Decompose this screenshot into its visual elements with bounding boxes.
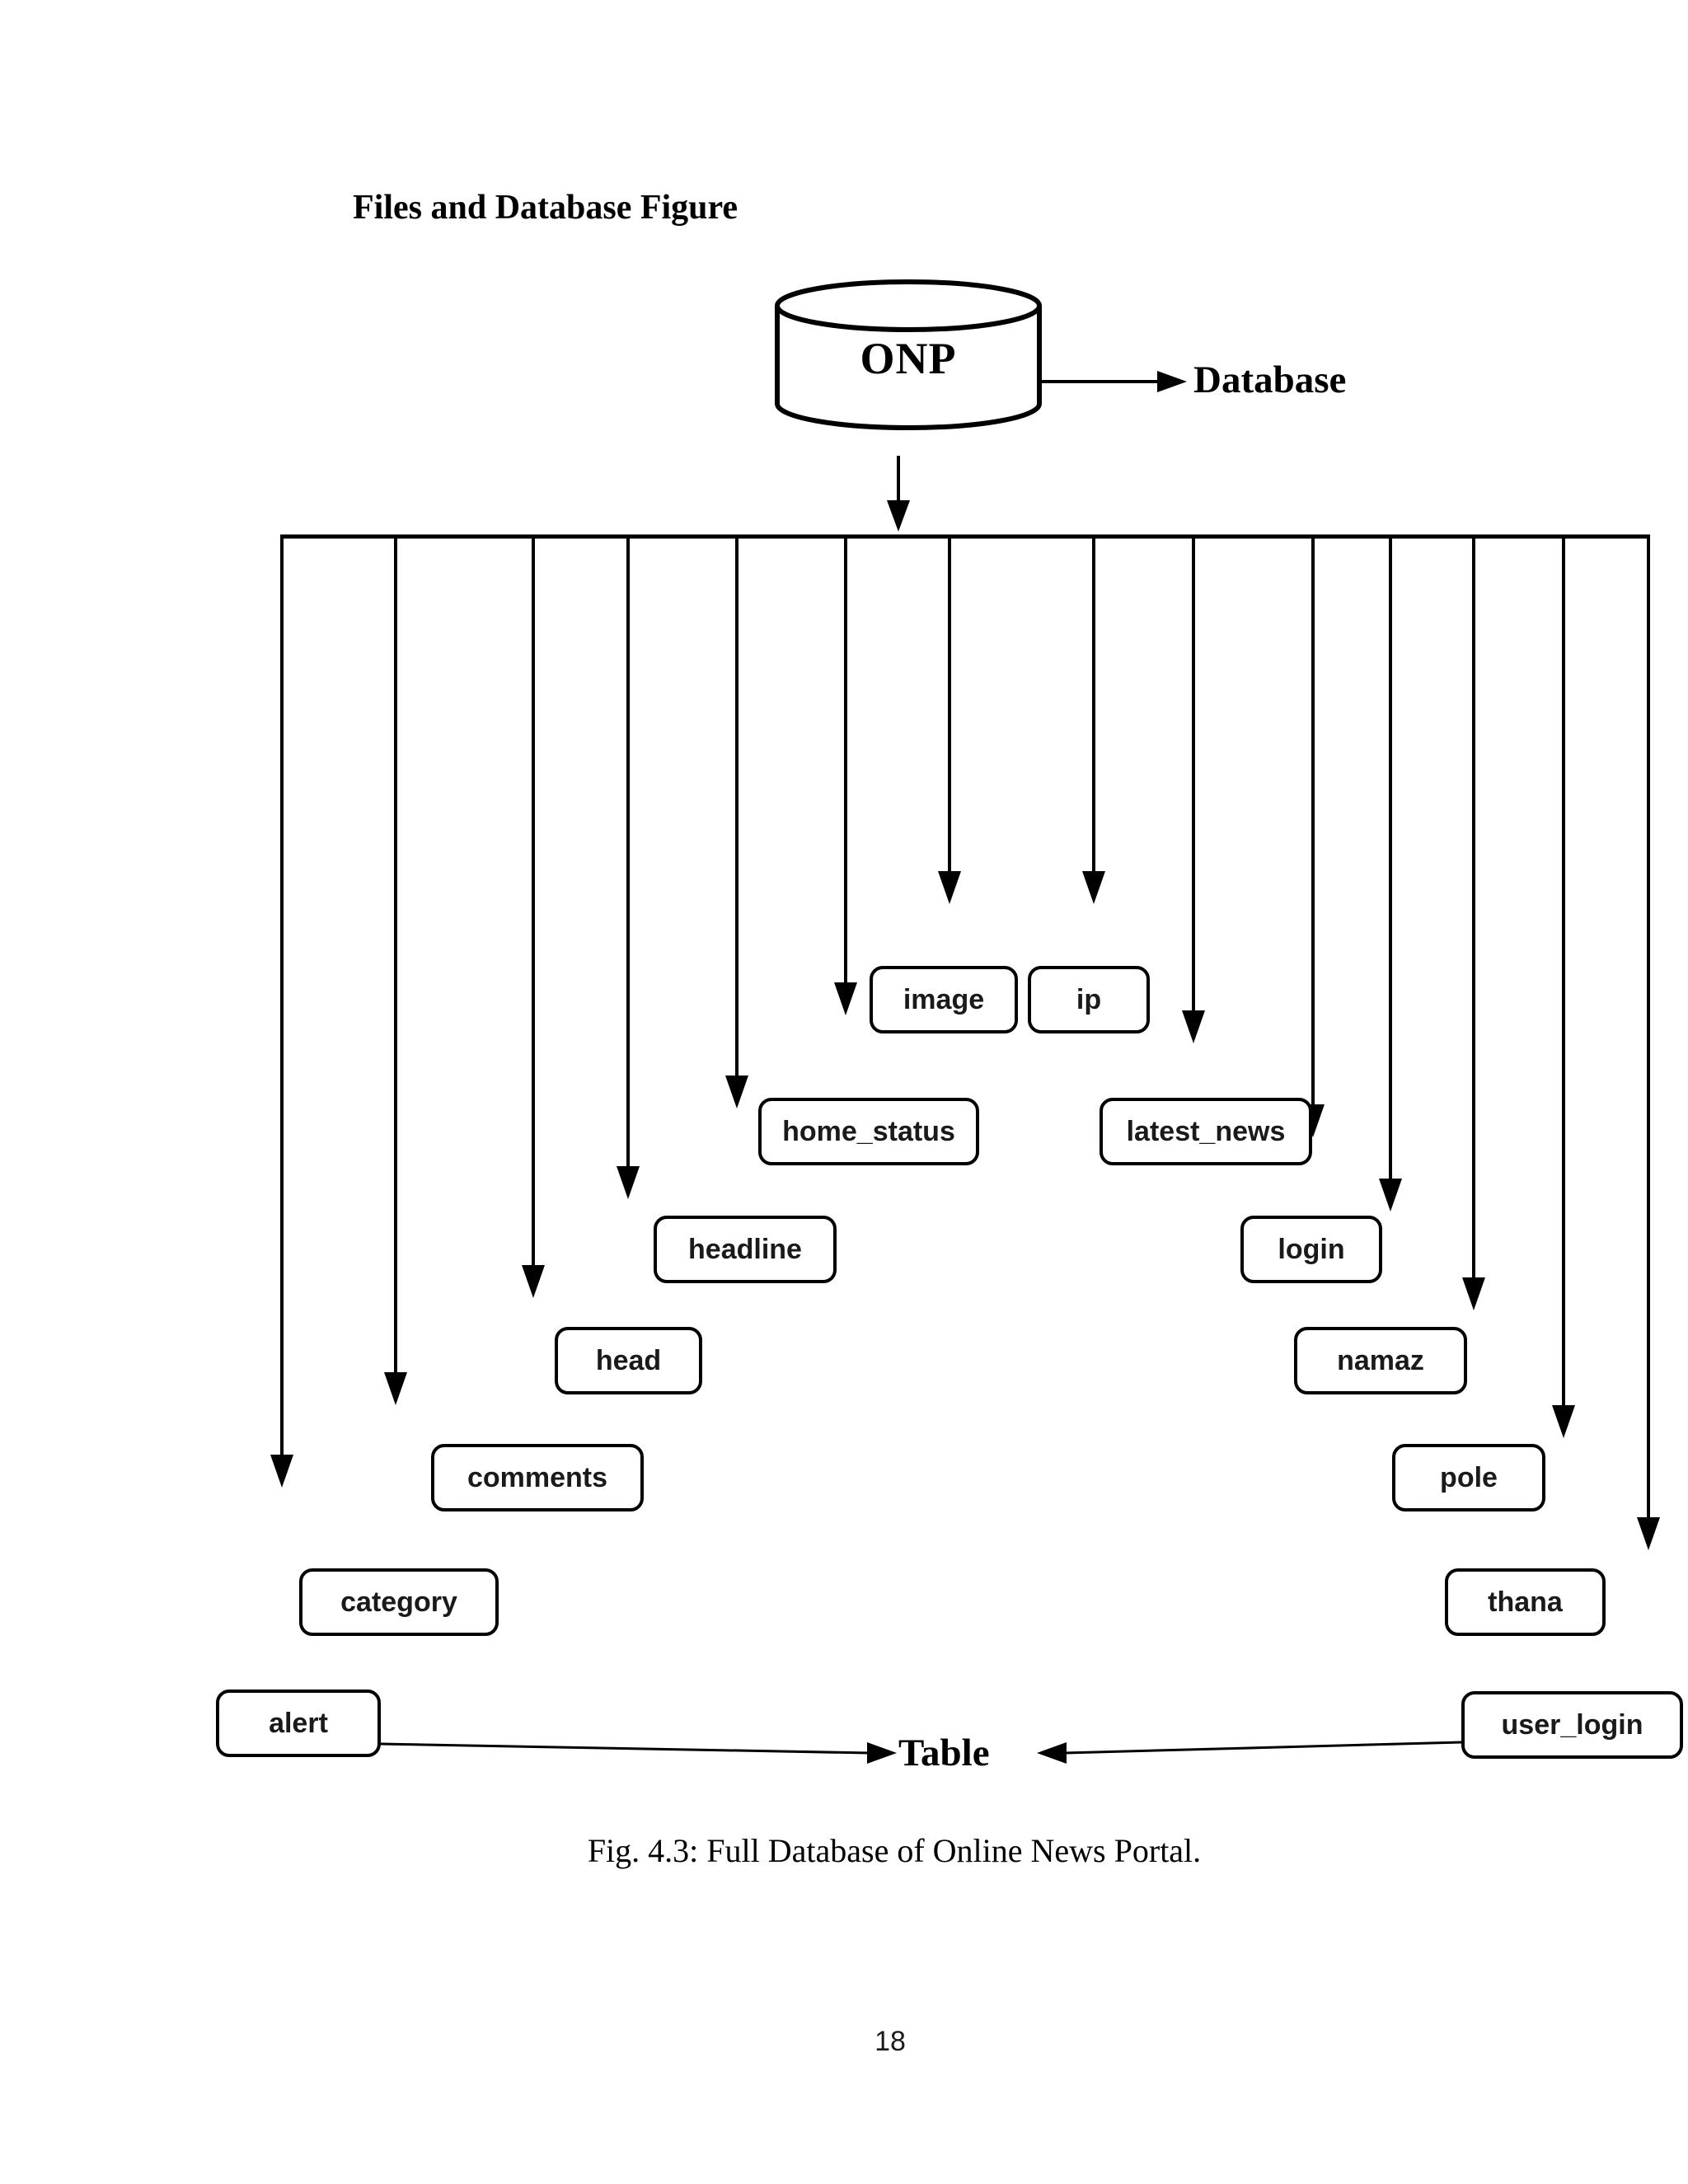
table-box-user-login-label: user_login	[1501, 1708, 1643, 1741]
arrow-to-image	[938, 537, 961, 904]
table-box-alert: alert	[216, 1690, 381, 1757]
arrowhead-left-icon	[1037, 1742, 1067, 1764]
table-box-category-label: category	[340, 1586, 457, 1618]
table-box-category: category	[299, 1568, 499, 1636]
arrowhead-down-icon	[1182, 1010, 1205, 1043]
arrow-to-login	[1301, 537, 1325, 1137]
table-box-image-label: image	[903, 983, 985, 1015]
page-title: Files and Database Figure	[353, 189, 738, 227]
table-box-pole: pole	[1392, 1444, 1545, 1511]
table-box-namaz: namaz	[1294, 1327, 1467, 1394]
arrowhead-down-icon	[617, 1166, 640, 1199]
cylinder-body	[775, 306, 1042, 430]
table-box-namaz-label: namaz	[1337, 1344, 1424, 1376]
table-box-ip-label: ip	[1076, 983, 1102, 1015]
arrow-to-pole	[1462, 537, 1485, 1310]
arrow-to-thana	[1552, 537, 1575, 1438]
table-box-login-label: login	[1278, 1233, 1345, 1265]
arrow-to-user-login	[1637, 537, 1660, 1550]
arrowhead-down-icon	[887, 500, 910, 532]
arrow-to-head	[617, 537, 640, 1199]
table-box-comments-label: comments	[467, 1461, 608, 1493]
table-box-head: head	[555, 1327, 702, 1394]
table-box-headline-label: headline	[688, 1233, 802, 1265]
arrow-to-latest-news	[1182, 537, 1205, 1043]
table-box-user-login: user_login	[1461, 1691, 1683, 1759]
arrow-userlogin-to-table	[1037, 1741, 1462, 1764]
arrow-to-comments	[522, 537, 545, 1298]
arrowhead-down-icon	[938, 871, 961, 904]
table-box-alert-label: alert	[269, 1707, 328, 1739]
arrowhead-down-icon	[1637, 1517, 1660, 1550]
arrow-to-home-status	[834, 537, 857, 1015]
arrow-to-namaz	[1379, 537, 1402, 1212]
table-label: Table	[898, 1732, 990, 1774]
arrow-to-alert	[270, 537, 293, 1488]
table-box-ip: ip	[1028, 966, 1150, 1033]
arrow-to-ip	[1082, 537, 1105, 904]
table-box-home-status: home_status	[758, 1098, 979, 1165]
arrow-alert-to-table	[380, 1742, 897, 1764]
table-box-home-status-label: home_status	[782, 1115, 955, 1147]
arrowhead-down-icon	[1552, 1405, 1575, 1438]
table-box-latest-news-label: latest_news	[1126, 1115, 1286, 1147]
arrowhead-down-icon	[725, 1076, 748, 1108]
cylinder-top	[775, 279, 1042, 332]
arrow-onp-to-bar	[887, 456, 910, 532]
table-box-latest-news: latest_news	[1100, 1098, 1312, 1165]
onp-cylinder-label: ONP	[860, 334, 957, 383]
table-box-image: image	[870, 966, 1018, 1033]
arrow-to-category	[384, 537, 407, 1405]
database-cylinder-icon	[775, 279, 1042, 430]
database-label: Database	[1193, 359, 1347, 401]
arrowhead-right-icon	[867, 1742, 897, 1764]
arrowhead-down-icon	[270, 1455, 293, 1488]
arrowhead-down-icon	[522, 1265, 545, 1298]
table-box-comments: comments	[431, 1444, 644, 1511]
figure-caption: Fig. 4.3: Full Database of Online News P…	[587, 1832, 1202, 1869]
arrow-onp-to-database	[1039, 371, 1187, 392]
table-box-head-label: head	[595, 1344, 662, 1376]
arrowhead-down-icon	[384, 1372, 407, 1405]
page-number: 18	[874, 2026, 906, 2057]
arrowhead-right-icon	[1157, 371, 1187, 392]
arrow-to-headline	[725, 537, 748, 1108]
arrowhead-down-icon	[1379, 1179, 1402, 1212]
arrowhead-down-icon	[834, 982, 857, 1015]
table-box-headline: headline	[654, 1216, 837, 1283]
table-box-thana: thana	[1445, 1568, 1606, 1636]
table-box-thana-label: thana	[1488, 1586, 1563, 1618]
table-box-pole-label: pole	[1440, 1461, 1498, 1493]
arrowhead-down-icon	[1082, 871, 1105, 904]
table-box-login: login	[1240, 1216, 1382, 1283]
arrowhead-down-icon	[1462, 1277, 1485, 1310]
